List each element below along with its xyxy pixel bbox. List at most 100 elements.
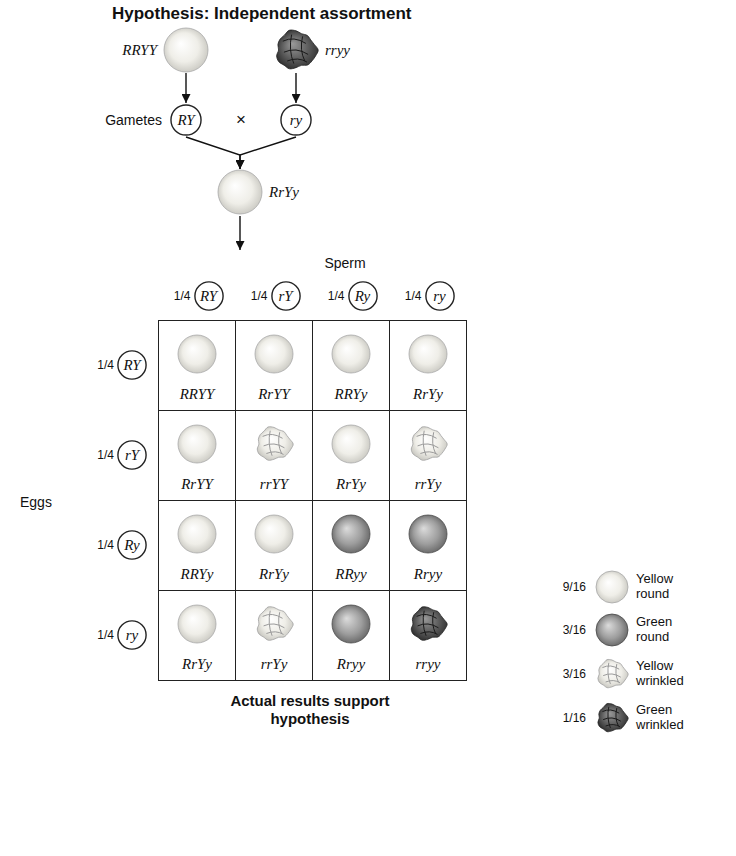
pea-illustration (178, 605, 216, 643)
gamete-header: 1/4RY (174, 281, 224, 311)
genotype: rryy (416, 656, 441, 673)
legend-text: Yellow round (636, 572, 698, 602)
legend-sample (598, 659, 628, 687)
pea-illustration (178, 425, 216, 463)
fraction: 1/4 (328, 289, 345, 303)
pea-illustration (409, 515, 447, 553)
pea-illustration (164, 28, 208, 72)
genotype: RrYy (182, 656, 212, 673)
pea-illustration (218, 170, 262, 214)
gamete-circle: Ry (117, 530, 147, 560)
pea-illustration (277, 30, 319, 69)
genotype: ry (433, 288, 446, 305)
gamete-header: 1/4 rY (251, 281, 301, 311)
legend-sample (598, 703, 628, 731)
pea-illustration (332, 515, 370, 553)
circle-outline (118, 531, 146, 559)
pea-illustration (332, 425, 370, 463)
fraction: 1/4 (97, 538, 114, 552)
fraction: 1/4 (251, 289, 268, 303)
circle-outline (281, 105, 311, 135)
pea-illustration (332, 605, 370, 643)
fraction: 1/4 (97, 628, 114, 642)
genotype: RRYy (180, 566, 213, 583)
pea-wrinkle (423, 611, 426, 636)
genotype: rY (125, 447, 139, 464)
pea-illustration (332, 515, 370, 553)
diagram-label: × (236, 110, 246, 130)
legend-sample (598, 659, 628, 687)
gamete-circle: Ry (348, 281, 378, 311)
circle-outline (171, 105, 201, 135)
pea-wrinkle (269, 431, 272, 456)
gamete-header: 1/4RY (97, 350, 147, 380)
punnett-cell: RrYY (158, 410, 236, 501)
pea-wrinkle (603, 718, 621, 721)
diagram-label: Sperm (324, 255, 365, 271)
genotype: RrYY (181, 476, 213, 493)
pea-illustration (218, 170, 262, 214)
genotype: rrYY (260, 476, 288, 493)
punnett-cell: rrYY (235, 410, 313, 501)
legend-item: Yellow wrinkled (636, 659, 698, 689)
genotype: RRYY (180, 386, 215, 403)
pea-node: RrYy (218, 170, 299, 214)
gamete-header: 1/4 rY (97, 440, 147, 470)
gamete-circle: rY (117, 440, 147, 470)
pea-illustration (178, 515, 216, 553)
pea-wrinkle (269, 611, 272, 636)
pea-illustration (178, 335, 216, 373)
pea-illustration (255, 335, 293, 373)
punnett-cell: RRyy (312, 500, 390, 591)
genotype: RY (200, 288, 217, 305)
genotype: RRYy (334, 386, 367, 403)
punnett-cell: RrYy (389, 320, 467, 411)
cross-arrow (186, 137, 240, 169)
genotype: Rryy (337, 656, 365, 673)
punnett-cell: rrYy (389, 410, 467, 501)
legend-text: Green wrinkled (636, 703, 698, 733)
pea-illustration (257, 427, 293, 461)
fraction: 1/4 (97, 448, 114, 462)
legend-text: Green round (636, 615, 698, 645)
pea-wrinkle (418, 624, 439, 628)
legend-sample (596, 571, 628, 603)
punnett-cell: rryy (389, 590, 467, 681)
genotype: RRYY (122, 42, 157, 59)
genotype: Rryy (414, 566, 442, 583)
pea-illustration (409, 335, 447, 373)
genotype: rryy (325, 42, 350, 59)
genotype: RrYy (259, 566, 289, 583)
genotype: ry (290, 112, 303, 129)
gamete-header: 1/4Ry (328, 281, 378, 311)
pea-illustration (255, 515, 293, 553)
pea-wrinkle (279, 612, 282, 633)
punnett-cell: RrYy (158, 590, 236, 681)
pea-illustration (178, 425, 216, 463)
pea-illustration (255, 335, 293, 373)
pea-illustration (409, 335, 447, 373)
pea-node: RRYY (122, 28, 208, 72)
pea-illustration (178, 515, 216, 553)
genotype: ry (126, 627, 139, 644)
genotype: RrYy (413, 386, 443, 403)
punnett-cell: RRYy (158, 500, 236, 591)
legend-sample (596, 614, 628, 646)
pea-illustration (411, 427, 447, 461)
pea-wrinkle (264, 444, 285, 448)
legend-item: Yellow round (636, 572, 698, 602)
gamete-circle: ry (280, 104, 312, 136)
ratio-fraction: 1/16 (563, 711, 586, 725)
genotype: rY (278, 288, 292, 305)
circle-outline (194, 282, 222, 310)
genotype: rrYy (415, 476, 442, 493)
cross-arrow (240, 137, 296, 169)
punnett-cell: Rryy (312, 590, 390, 681)
ratio-fraction: 3/16 (563, 623, 586, 637)
gamete-circle: ry (425, 281, 455, 311)
pea-illustration (332, 425, 370, 463)
pea-illustration (332, 335, 370, 373)
